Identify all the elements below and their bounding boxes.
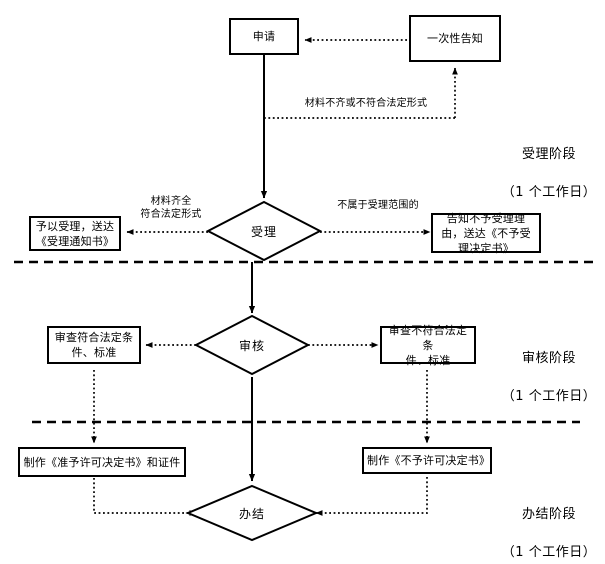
edge-label-out-of-scope: 不属于受理范围的 (337, 200, 419, 211)
node-permit-grant[interactable]: 制作《准予许可决定书》和证件 (18, 447, 186, 477)
node-accept-no[interactable]: 告知不予受理理由，送达《不予受理决定书》 (431, 211, 541, 255)
stage-accept-name: 受理阶段 (521, 147, 576, 162)
stage-finish-duration: （1 个工作日） (501, 545, 597, 560)
node-permit-deny[interactable]: 制作《不予许可决定书》 (362, 447, 492, 474)
node-review[interactable]: 审核 (196, 316, 308, 374)
stage-accept-duration: （1 个工作日） (501, 185, 597, 200)
node-permit-deny-label: 制作《不予许可决定书》 (367, 454, 491, 467)
stage-label-accept: 受理阶段 （1 个工作日） (496, 126, 602, 202)
node-finish[interactable]: 办结 (188, 486, 316, 540)
node-onetime-notice[interactable]: 一次性告知 (409, 15, 501, 62)
node-apply-label: 申请 (252, 30, 276, 43)
node-review-label: 审核 (238, 338, 265, 353)
edge-label-incomplete: 材料不齐或不符合法定形式 (304, 98, 428, 109)
stage-label-review: 审核阶段 （1 个工作日） (496, 330, 602, 406)
stage-label-finish: 办结阶段 （1 个工作日） (496, 486, 602, 562)
node-accept-yes[interactable]: 予以受理，送达 《受理通知书》 (29, 216, 121, 251)
node-onetime-notice-label: 一次性告知 (427, 32, 483, 45)
edge-label-complete: 材料齐全 符合法定形式 (140, 196, 202, 220)
node-finish-label: 办结 (238, 506, 265, 521)
node-apply[interactable]: 申请 (229, 18, 299, 55)
node-review-pass[interactable]: 审查符合法定条 件、标准 (47, 326, 141, 364)
node-permit-grant-label: 制作《准予许可决定书》和证件 (23, 455, 181, 469)
node-review-fail-label: 审查不符合法定条 件、标准 (388, 323, 468, 367)
node-accept-yes-label: 予以受理，送达 《受理通知书》 (35, 219, 115, 248)
node-accept-label: 受理 (250, 224, 277, 239)
stage-review-name: 审核阶段 (521, 351, 576, 366)
stage-finish-name: 办结阶段 (521, 507, 576, 522)
node-review-pass-label: 审查符合法定条 件、标准 (54, 331, 134, 359)
node-review-fail[interactable]: 审查不符合法定条 件、标准 (380, 324, 476, 367)
node-accept[interactable]: 受理 (208, 202, 320, 260)
node-accept-no-label: 告知不予受理理由，送达《不予受理决定书》 (441, 211, 531, 255)
stage-review-duration: （1 个工作日） (501, 389, 597, 404)
